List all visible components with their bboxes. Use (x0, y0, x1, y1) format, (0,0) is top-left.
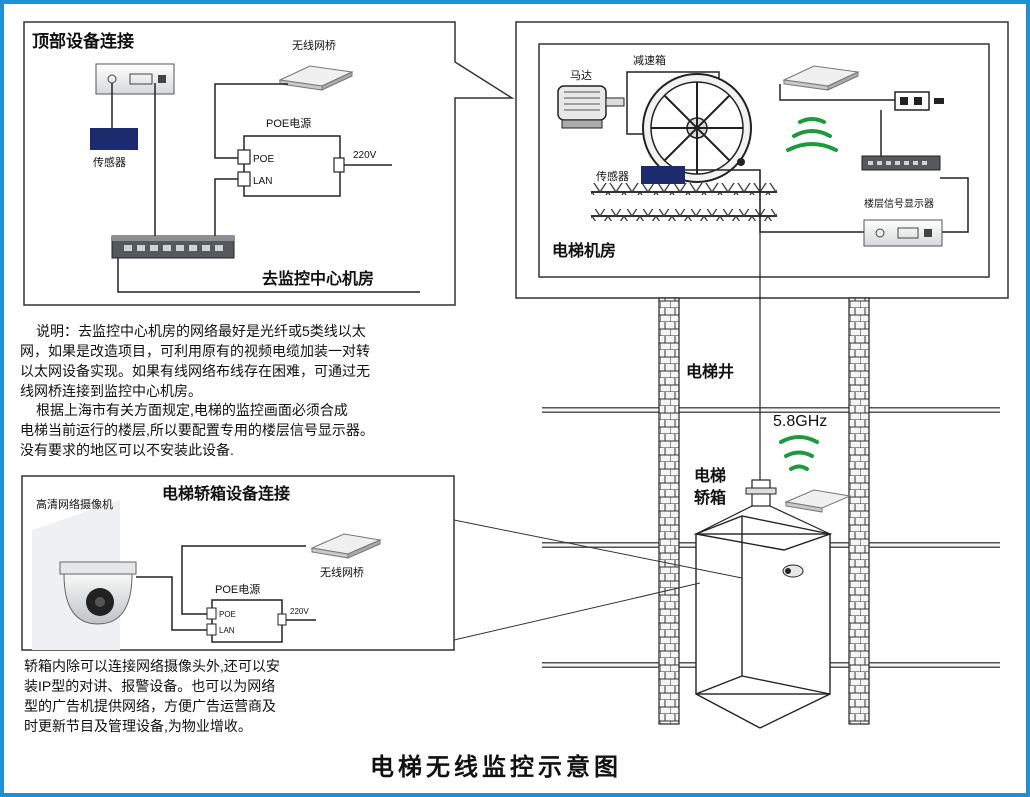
note-line-7: 没有要求的地区可以不安装此设备. (20, 442, 234, 458)
elevator-shaft: 电梯井 5.8GHz 电梯 轿箱 (542, 297, 1000, 729)
to-center-label: 去监控中心机房 (262, 269, 374, 288)
top-wireless-bridge-icon (278, 65, 354, 91)
camera-label: 高清网络摄像机 (36, 497, 113, 511)
machine-room-panel: 电梯机房 马达 减速箱 传感器 (515, 21, 1009, 300)
note-line-6: 电梯当前运行的楼层,所以要配置专用的楼层信号显示器。 (20, 422, 374, 438)
top-poe-box (237, 135, 345, 197)
motor-label: 马达 (570, 69, 592, 82)
car-poe-port: POE (219, 610, 236, 619)
top-panel-title: 顶部设备连接 (32, 31, 134, 51)
top-poe-title: POE电源 (266, 116, 311, 130)
top-sensor-block (90, 128, 138, 150)
page-title: 电梯无线监控示意图 (370, 752, 622, 781)
car-equipment-panel: 电梯轿箱设备连接 高清网络摄像机 无线网桥 POE电源 POE LAN (21, 475, 455, 651)
notes-block: 说明：去监控中心机房的网络最好是光纤或5类线以太 网，如果是改造项目，可利用原有… (20, 323, 374, 458)
top-equipment-panel: 顶部设备连接 传感器 无线网桥 POE电源 POE LAN (23, 21, 515, 306)
car-poe-title: POE电源 (215, 582, 260, 596)
elevator-car (693, 515, 833, 729)
car-note-line-1: 轿箱内除可以连接网络摄像头外,还可以安 (24, 658, 280, 674)
machine-room-title: 电梯机房 (552, 241, 616, 260)
top-bridge-label: 无线网桥 (292, 38, 336, 52)
note-line-2: 网，如果是改造项目，可利用原有的视频电缆加装一对转 (20, 343, 370, 359)
gearbox-label: 减速箱 (633, 53, 666, 67)
top-display-device (95, 63, 175, 95)
note-line-4: 线网桥连接到监控中心机房。 (20, 383, 202, 399)
car-poe-box (206, 599, 287, 643)
machine-sensor-label: 传感器 (596, 170, 629, 183)
beam-upper (591, 183, 777, 195)
car-bridge-label: 无线网桥 (320, 565, 364, 579)
pointer-line-top (453, 519, 743, 579)
machine-signal-icon (786, 117, 838, 152)
machine-sensor-block (641, 166, 685, 184)
floor-display-device (863, 219, 943, 247)
beam-lower (591, 209, 777, 221)
media-converter (894, 91, 944, 111)
car-camera-icon (782, 564, 804, 578)
floor-display-label: 楼层信号显示器 (864, 197, 934, 210)
top-network-switch (111, 235, 235, 259)
car-lan-port: LAN (219, 626, 235, 635)
car-note-line-4: 时更新节目及管理设备,为物业增收。 (24, 718, 252, 734)
note-line-3: 以太网设备实现。如果有线网络布线存在困难，可通过无 (20, 363, 370, 379)
machine-wireless-bridge-icon (782, 65, 860, 91)
motor-icon (557, 85, 625, 129)
dome-camera-icon (59, 561, 137, 625)
car-panel-title: 电梯轿箱设备连接 (162, 484, 290, 503)
traction-wheel (642, 73, 752, 183)
car-hanger (695, 479, 831, 535)
frequency-label: 5.8GHz (773, 413, 827, 430)
top-sensor-label: 传感器 (93, 156, 126, 169)
note-line-5: 根据上海市有关方面规定,电梯的监控画面必须合成 (36, 402, 348, 418)
note-line-1: 说明：去监控中心机房的网络最好是光纤或5类线以太 (36, 323, 366, 339)
machine-network-switch (861, 155, 941, 171)
shaft-label: 电梯井 (686, 362, 734, 381)
car-notes-block: 轿箱内除可以连接网络摄像头外,还可以安 装IP型的对讲、报警设备。也可以为网络 … (24, 658, 280, 734)
car-wireless-bridge-icon (784, 489, 852, 513)
pointer-line-bottom (453, 582, 701, 641)
shaft-signal-icon (779, 435, 819, 471)
top-voltage: 220V (353, 150, 377, 161)
car-label-line2: 轿箱 (694, 488, 726, 507)
car-panel-bridge-icon (310, 533, 382, 559)
top-lan-port: LAN (253, 176, 272, 187)
top-poe-port: POE (253, 154, 274, 165)
car-voltage: 220V (290, 607, 309, 616)
car-note-line-3: 型的广告机提供网络，方便广告运营商及 (24, 698, 276, 714)
car-label-line1: 电梯 (694, 466, 726, 485)
car-note-line-2: 装IP型的对讲、报警设备。也可以为网络 (24, 678, 275, 694)
